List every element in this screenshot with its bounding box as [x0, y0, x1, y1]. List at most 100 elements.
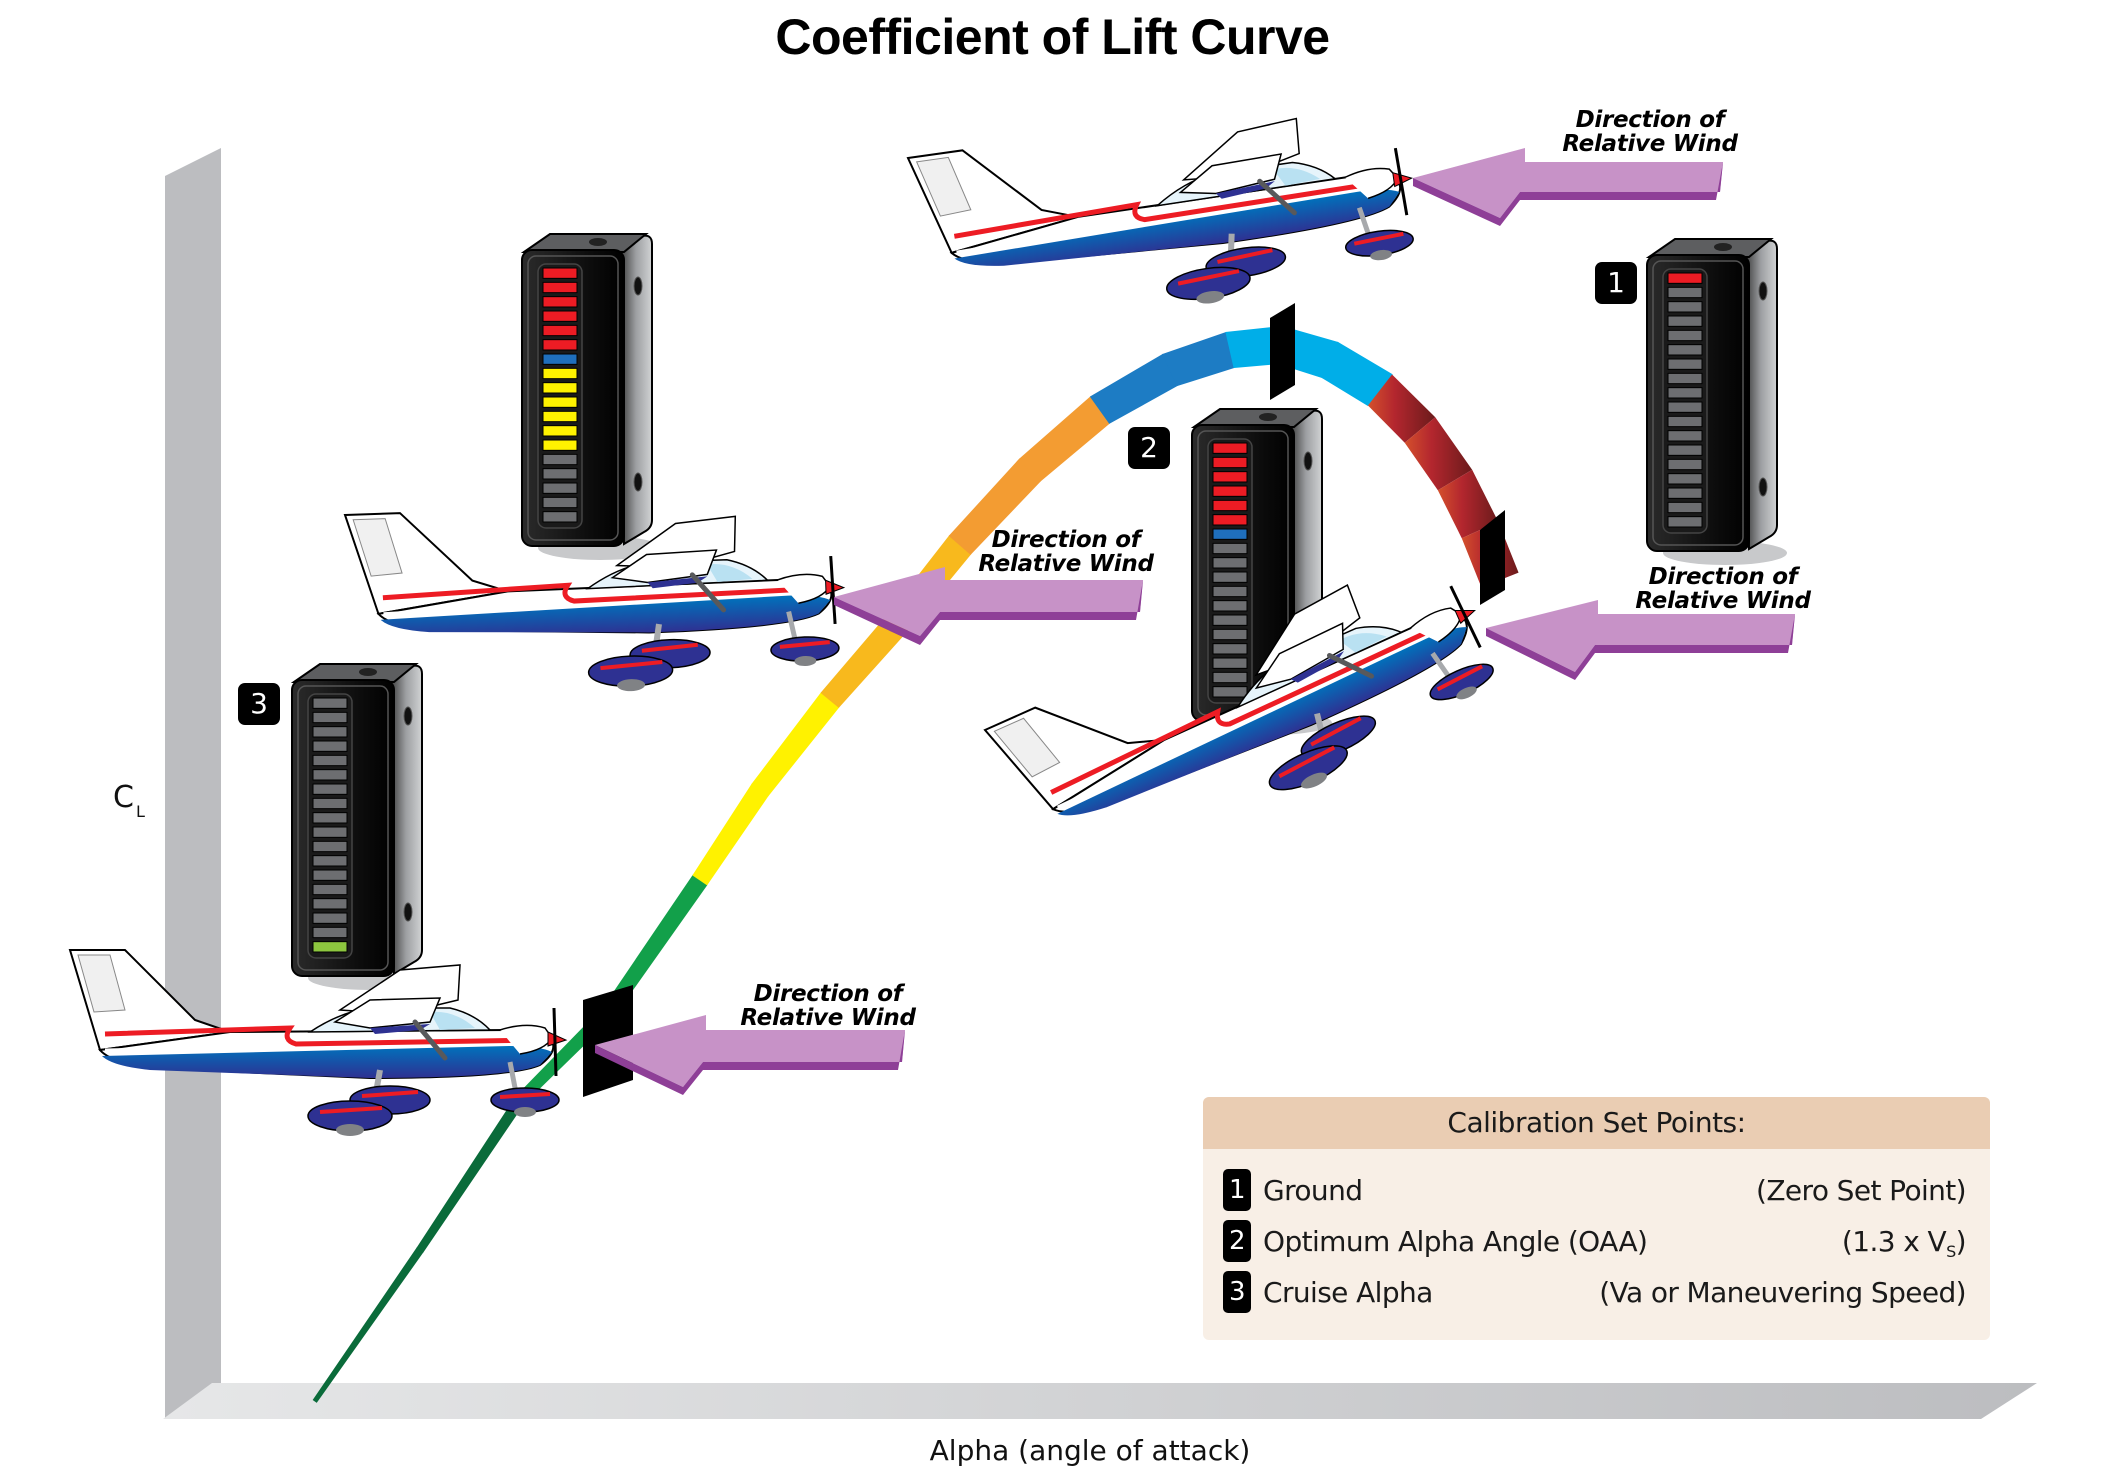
led-segment-red [1212, 471, 1248, 483]
led-segment-yellow [542, 410, 578, 423]
led-segment-off [1212, 600, 1248, 612]
wind-label-line1: Direction of [991, 527, 1141, 553]
led-segment-off [1212, 671, 1248, 684]
device-port-icon [589, 238, 607, 246]
device-side [388, 664, 423, 976]
wind-arrow-top [1413, 148, 1723, 226]
led-segment-off [312, 697, 348, 709]
led-segment-off [1212, 542, 1248, 555]
led-segment-off [1667, 315, 1703, 327]
led-segment-off [1667, 473, 1703, 485]
lift-curve-segment [1404, 417, 1473, 491]
lift-curve-segment [416, 1096, 525, 1253]
led-segment-blue [542, 353, 578, 365]
led-segment-off [312, 912, 348, 924]
led-segment-off [1667, 415, 1703, 428]
led-segment-off [542, 453, 578, 466]
legend-value-end: ) [1955, 1225, 1967, 1258]
led-segment-off [312, 840, 348, 853]
led-segment-off [312, 883, 348, 896]
led-segment-off [312, 898, 348, 910]
led-segment-off [1667, 444, 1703, 456]
device-button-icon [403, 902, 413, 922]
led-segment-off [1212, 628, 1248, 641]
device-side [618, 234, 653, 546]
legend-item-ground: 1 Ground (Zero Set Point) [1223, 1169, 1967, 1213]
lift-curve-segment [1162, 331, 1235, 387]
led-segment-off [1667, 516, 1703, 528]
wind-arrow-stall [1486, 600, 1795, 680]
led-segment-yellow [542, 425, 578, 437]
device-port-icon [1259, 413, 1277, 421]
led-segment-off [312, 855, 348, 867]
led-segment-off [1212, 614, 1248, 626]
legend-value-text: (1.3 x V [1841, 1225, 1947, 1258]
led-segment-blue [1212, 528, 1248, 540]
device-button-icon [1303, 451, 1313, 471]
led-segment-red [542, 267, 578, 279]
x-axis-floor [163, 1383, 2037, 1419]
badge-ground: 1 [1595, 262, 1637, 304]
led-segment-off [1667, 401, 1703, 413]
led-segment-yellow [542, 439, 578, 451]
diagram-title: Coefficient of Lift Curve [775, 9, 1330, 65]
led-segment-off [1212, 571, 1248, 583]
legend-item-oaa: 2 Optimum Alpha Angle (OAA) (1.3 x VS) [1223, 1220, 1967, 1264]
device-button-icon [1758, 281, 1768, 301]
legend-number: 1 [1223, 1169, 1251, 1211]
led-segment-off [312, 754, 348, 767]
lift-curve-segment [751, 692, 840, 797]
led-segment-red [542, 296, 578, 308]
device-port-icon [359, 668, 377, 676]
led-segment-off [1667, 430, 1703, 442]
wind-label-line1: Direction of [1575, 107, 1725, 133]
led-segment-off [1667, 501, 1703, 514]
led-segment-off [1667, 344, 1703, 356]
led-segment-yellow [542, 382, 578, 394]
legend-value: (1.3 x VS) [1841, 1220, 1967, 1274]
device-button-icon [633, 472, 643, 492]
lift-curve-segment [692, 783, 769, 886]
lift-curve-segment [1018, 396, 1111, 482]
led-segment-red [542, 324, 578, 337]
legend-number: 3 [1223, 1271, 1251, 1313]
led-segment-yellow [542, 396, 578, 408]
lift-curve-segment [1321, 341, 1393, 407]
led-segment-off [542, 496, 578, 509]
wind-label-line2: Relative Wind [978, 551, 1154, 577]
lift-curve-segment [1437, 469, 1499, 539]
led-segment-off [542, 468, 578, 480]
y-axis-pillar [165, 148, 221, 1419]
lift-curve-segment [1089, 353, 1178, 424]
wind-label-line2: Relative Wind [740, 1005, 916, 1031]
led-segment-off [1667, 372, 1703, 385]
badge-cruise: 3 [238, 683, 280, 725]
led-segment-red [1212, 514, 1248, 526]
led-segment-off [1667, 301, 1703, 313]
led-segment-off [1667, 458, 1703, 471]
cruise-marker-flag [583, 985, 633, 1097]
device-side [1743, 239, 1778, 551]
led-segment-off [1212, 557, 1248, 569]
legend-value-sub: S [1946, 1242, 1956, 1261]
led-segment-off [312, 769, 348, 781]
led-segment-off [1667, 329, 1703, 342]
led-segment-off [312, 869, 348, 881]
led-segment-red [1212, 456, 1248, 469]
wind-label-line1: Direction of [1648, 564, 1798, 590]
led-segment-red [1212, 485, 1248, 497]
x-axis-label: Alpha (angle of attack) [929, 1434, 1251, 1467]
device-button-icon [403, 706, 413, 726]
led-segment-off [542, 482, 578, 494]
indicator-device-cruise [290, 663, 432, 990]
indicator-device-oaa [1190, 408, 1332, 735]
legend-value: (Zero Set Point) [1756, 1174, 1967, 1207]
led-segment-off [1667, 387, 1703, 399]
lift-curve-segment [1367, 374, 1436, 443]
